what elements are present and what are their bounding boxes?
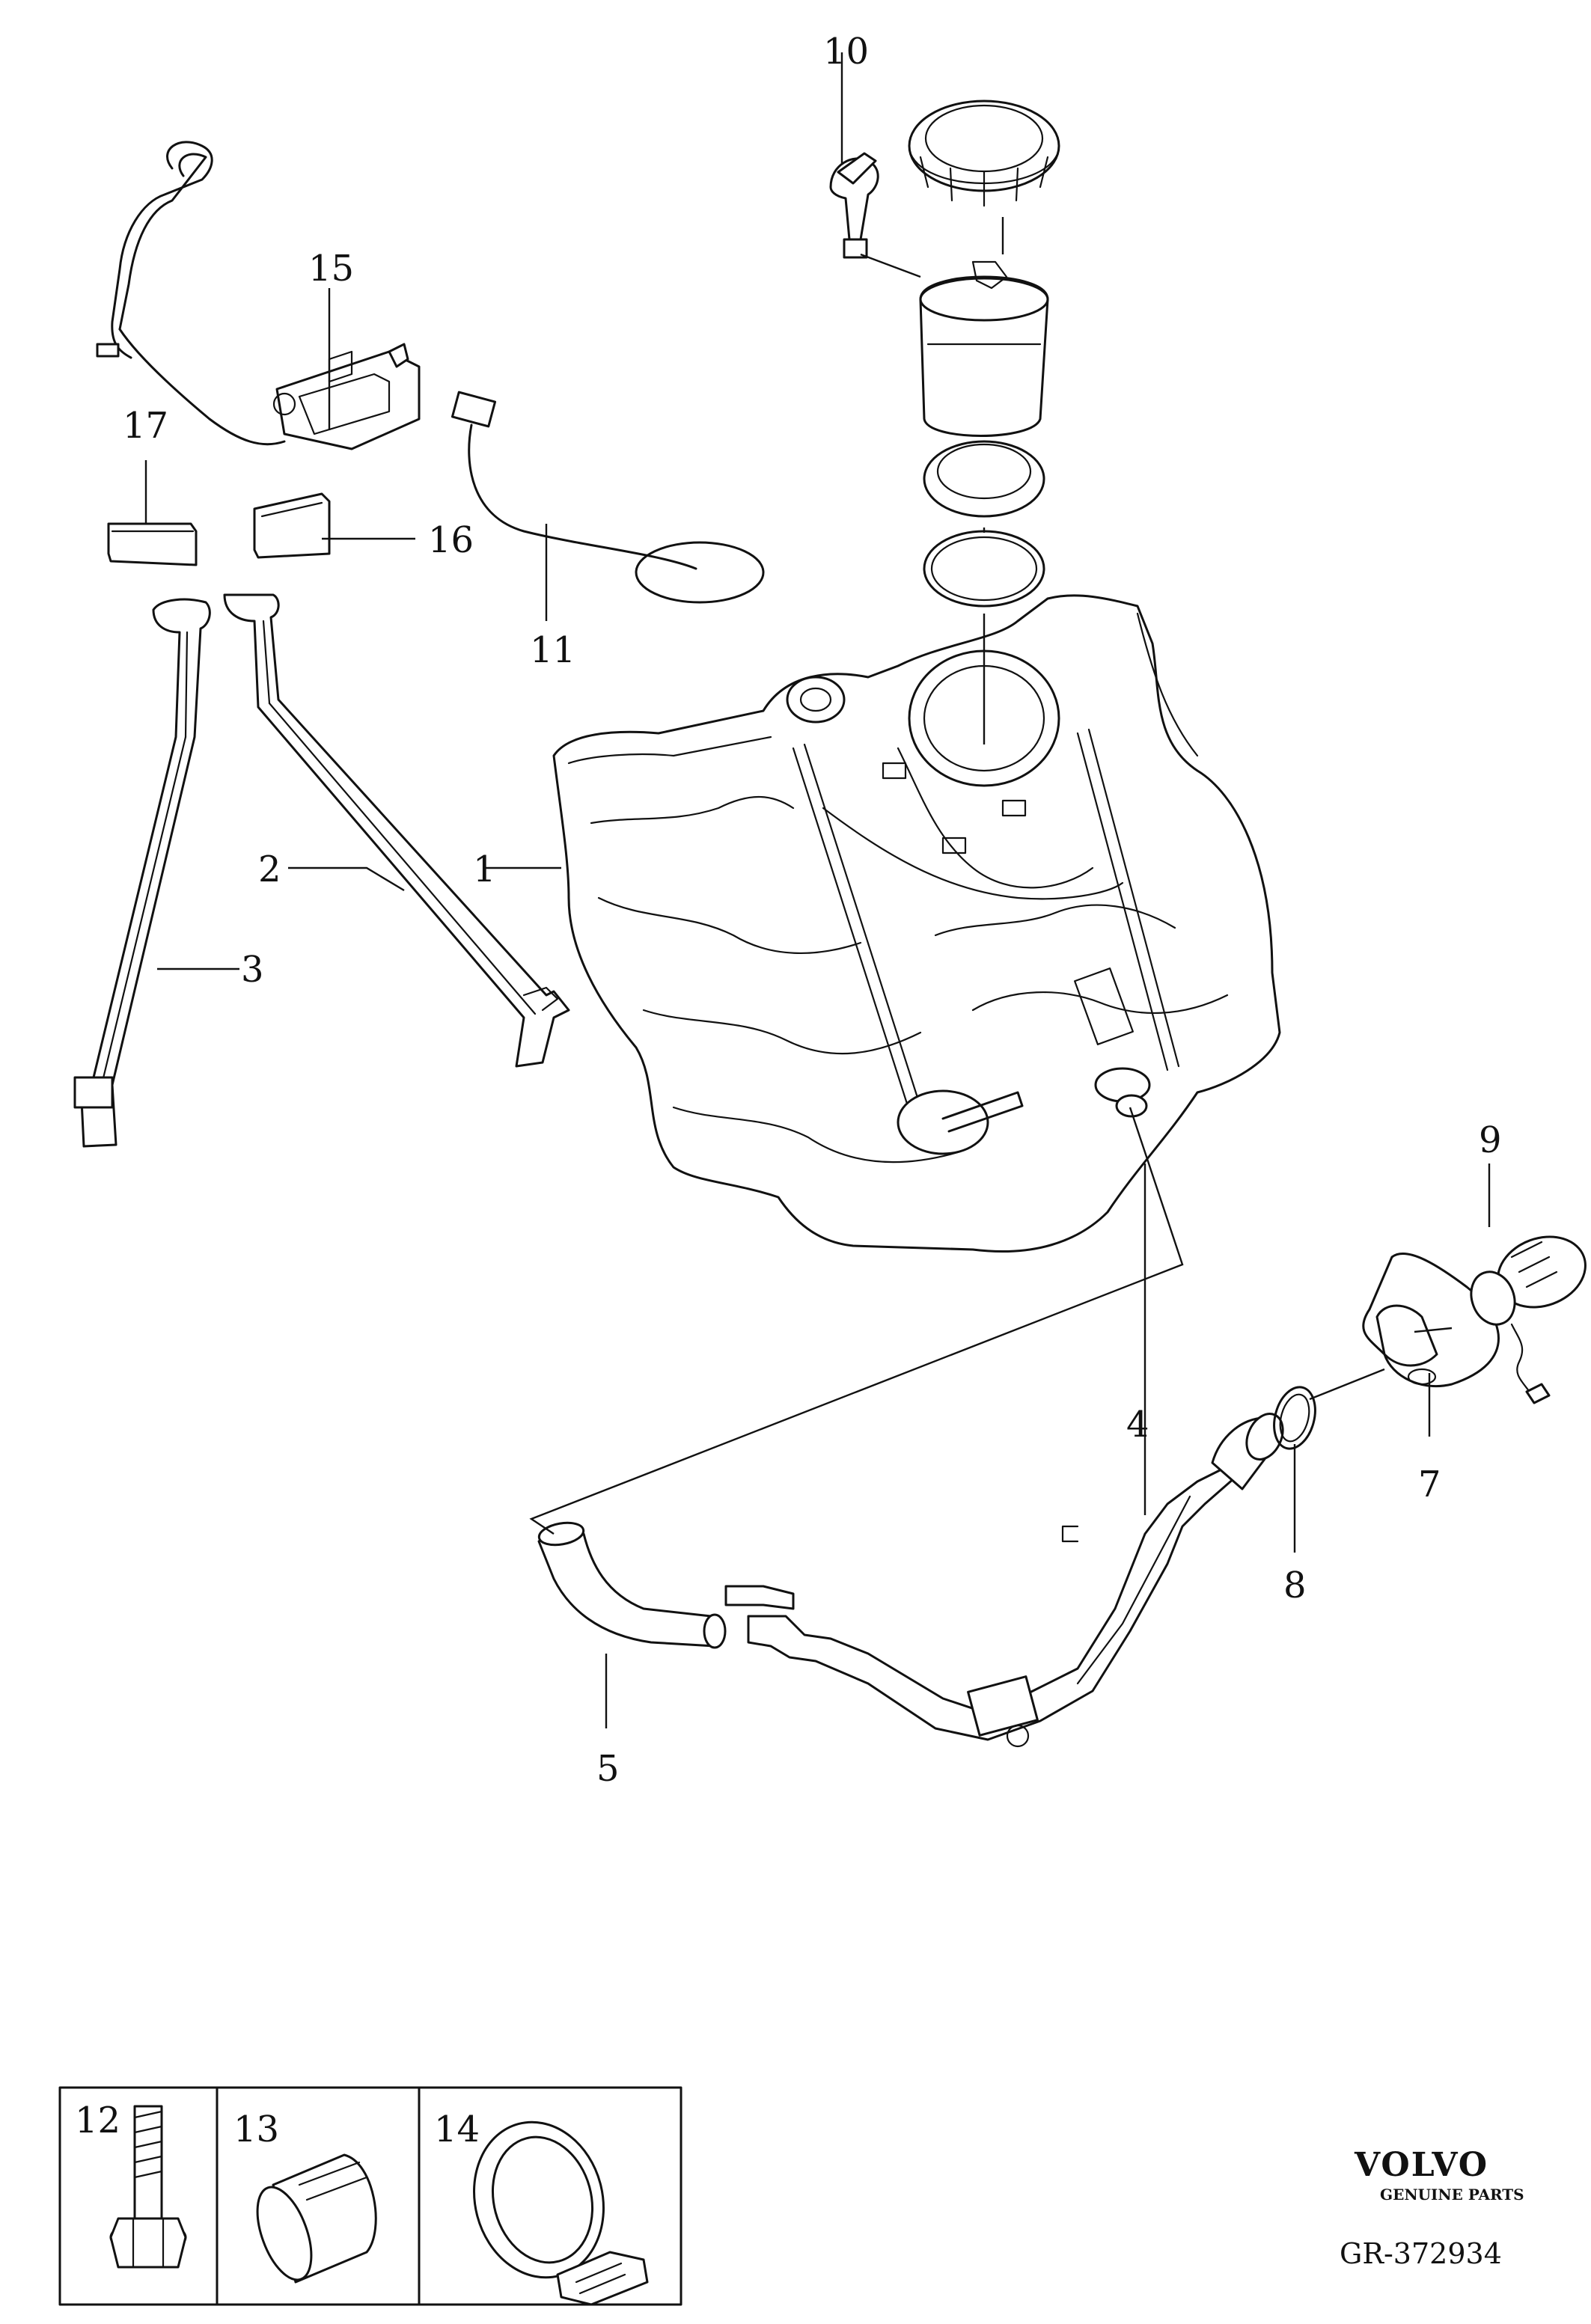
callout-16: 16: [428, 519, 474, 561]
hardware-table: 12 13 14: [58, 2086, 682, 2306]
callout-labels: 1 2 3 4 5 7 8 9 10 11 15 16 17: [123, 31, 1502, 1790]
callout-7: 7: [1418, 1464, 1441, 1505]
tank-strap-left: [73, 598, 211, 1148]
fuel-tank: [552, 594, 1281, 1253]
filler-neck-housing: [1362, 1253, 1500, 1388]
seal-ring: [1273, 1386, 1316, 1450]
callout-14: 14: [434, 2109, 480, 2150]
callout-11: 11: [530, 629, 575, 671]
filler-hose: [537, 1521, 727, 1649]
callout-9: 9: [1479, 1119, 1502, 1161]
callout-2: 2: [258, 848, 281, 890]
figure-code: GR-372934: [1340, 2237, 1502, 2270]
hardware-table-frame: [58, 2086, 682, 2306]
bushing-part-13: [256, 2153, 377, 2284]
o-ring-seal: [923, 530, 1045, 608]
fuel-pump-module: [919, 260, 1049, 437]
sensor-cable: [451, 391, 765, 604]
callout-15: 15: [308, 248, 354, 290]
callout-1: 1: [473, 848, 496, 890]
fuel-cap: [1470, 1235, 1587, 1404]
callout-17: 17: [123, 405, 168, 447]
vent-pipe: [829, 152, 879, 259]
callout-10: 10: [823, 31, 869, 73]
bolt-part-12: [109, 2105, 187, 2269]
callout-5: 5: [596, 1748, 620, 1790]
clip-part-17: [107, 522, 198, 566]
callout-8: 8: [1283, 1565, 1307, 1606]
callout-4: 4: [1126, 1404, 1149, 1446]
callout-13: 13: [233, 2109, 279, 2150]
leader-lines: [144, 52, 1491, 1728]
tank-strap-right: [223, 593, 570, 1068]
brand-block: VOLVO GENUINE PARTS GR-372934: [1340, 2146, 1524, 2270]
brand-tagline: GENUINE PARTS: [1380, 2186, 1524, 2204]
callout-12: 12: [75, 2100, 120, 2141]
clip-part-16: [253, 492, 331, 559]
filler-pipe: [724, 1413, 1284, 1748]
lock-ring: [908, 100, 1060, 207]
hose-clamp-part-14: [473, 2120, 649, 2306]
callout-3: 3: [241, 949, 264, 991]
pump-seal: [923, 440, 1045, 518]
evap-valve-module: [96, 141, 421, 450]
brand-logo: VOLVO: [1354, 2146, 1488, 2184]
